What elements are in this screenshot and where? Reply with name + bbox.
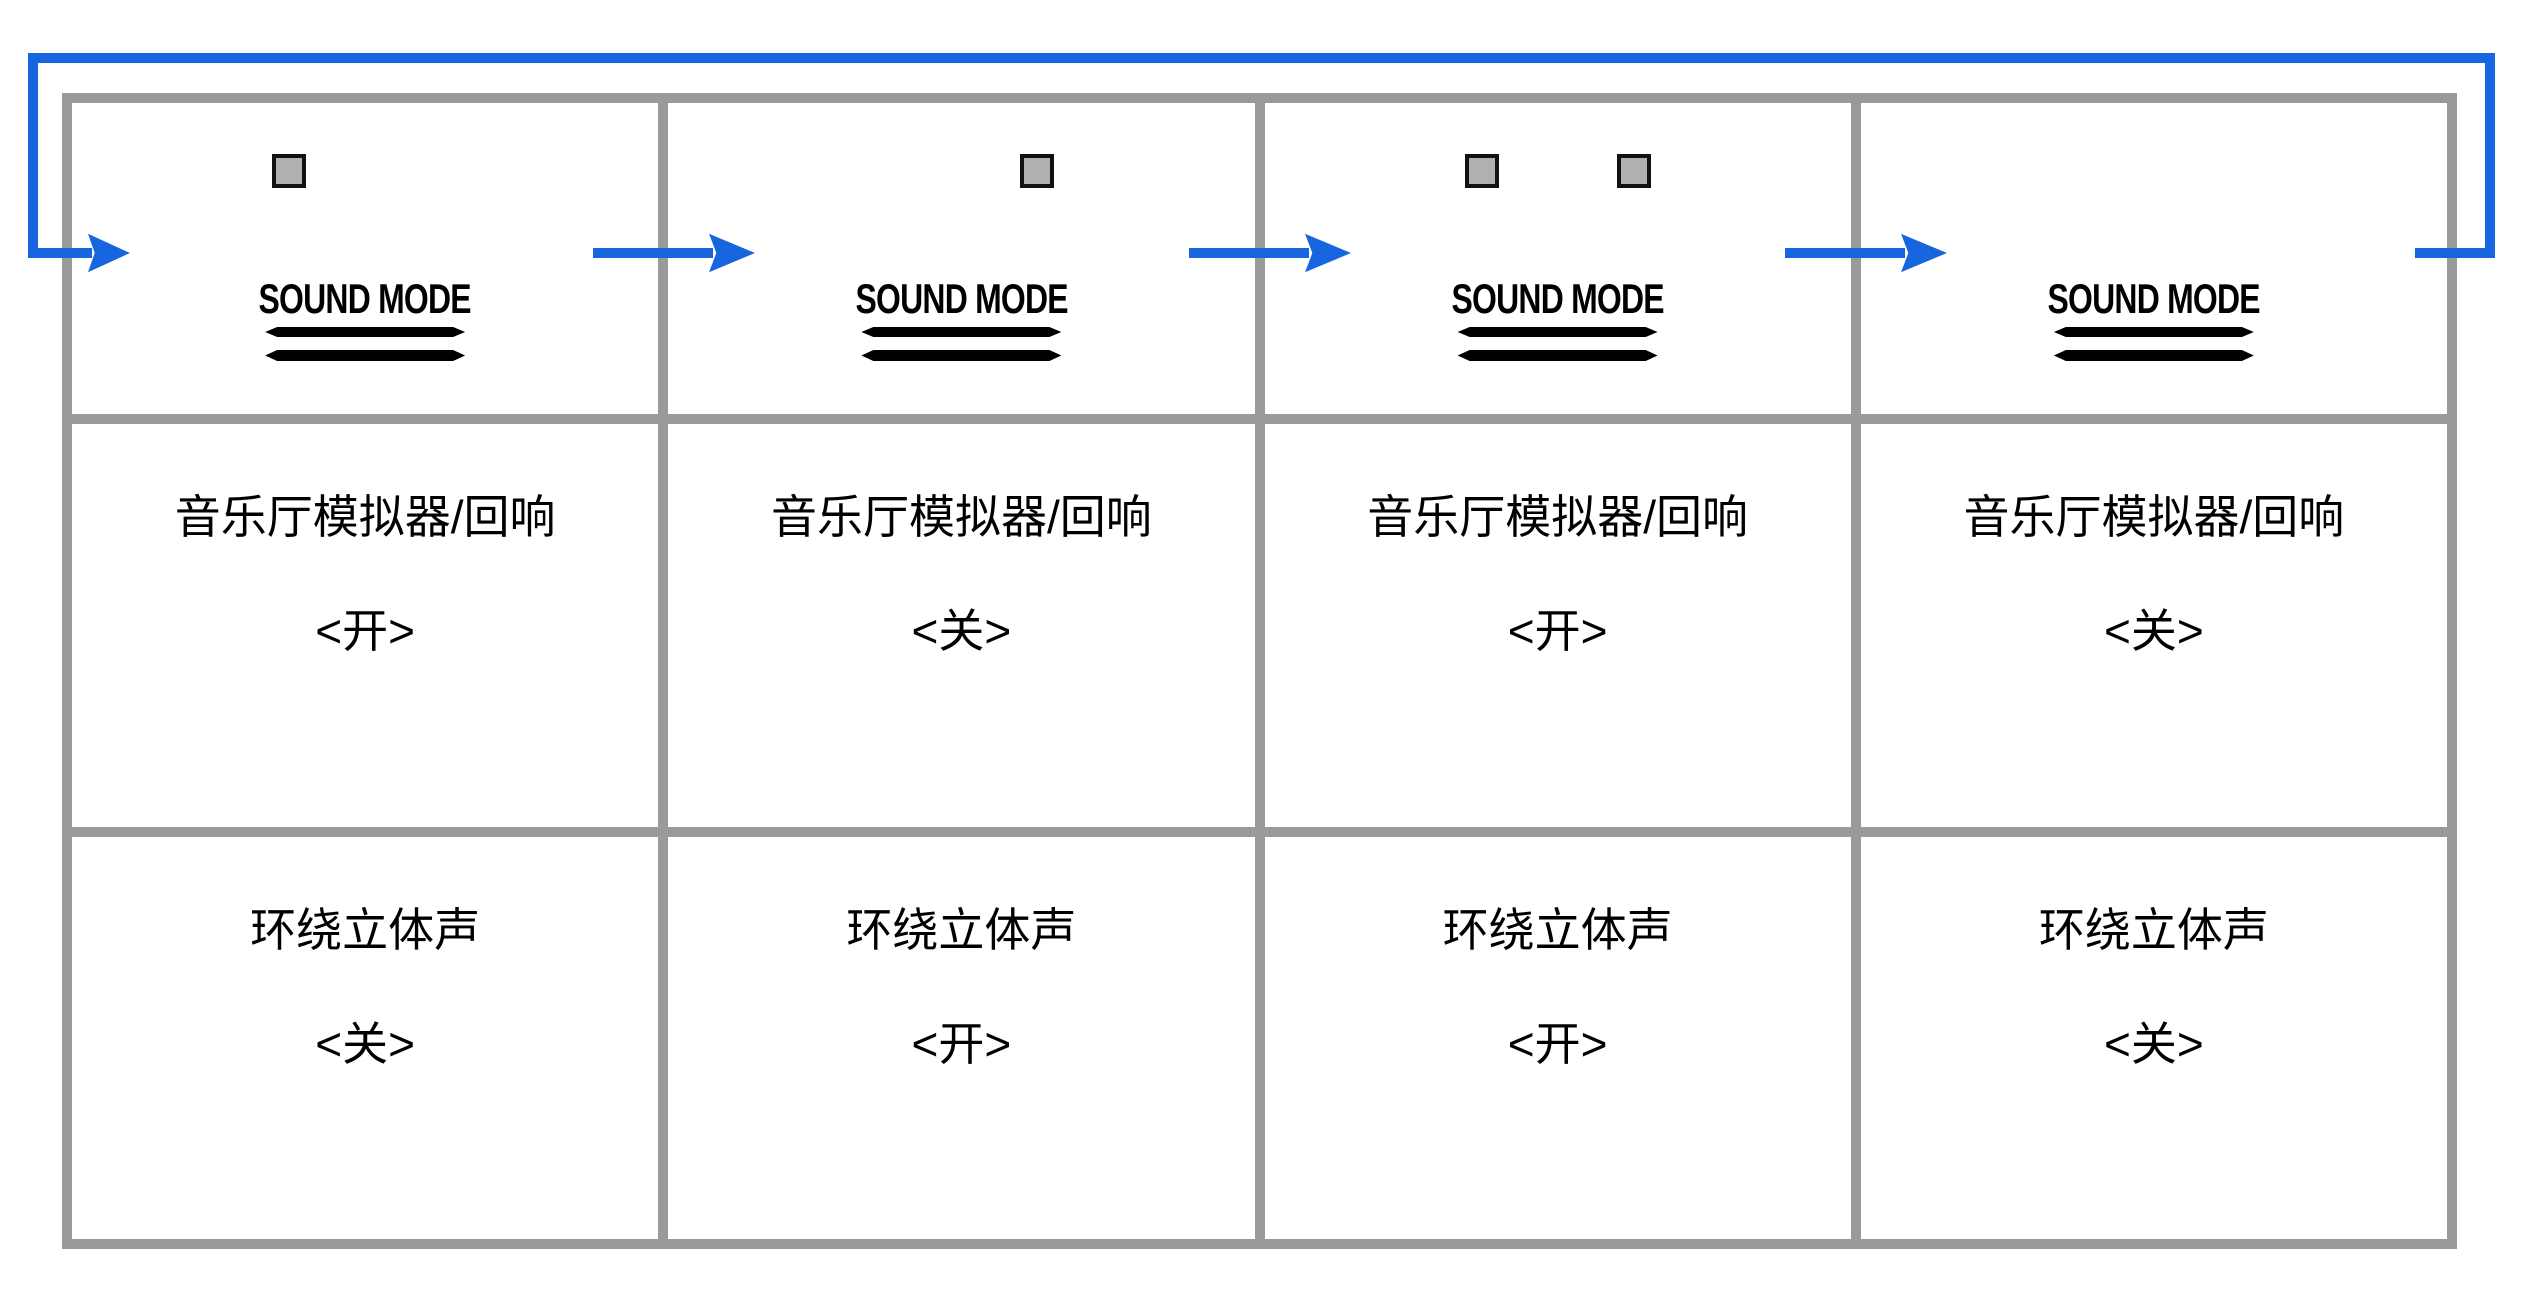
- sound-mode-label: SOUND MODE: [855, 275, 1068, 322]
- arrow-shaft: [1189, 248, 1309, 258]
- setting-value: <关>: [2104, 1018, 2204, 1070]
- next-state-arrow-1: [593, 233, 755, 273]
- setting-label: 音乐厅模拟器/回响: [1367, 491, 1749, 543]
- state-table: SOUND MODE SOUND MODE SOUND MODE: [62, 93, 2457, 1249]
- cycle-loop-left-line: [28, 53, 38, 258]
- setting-label: 音乐厅模拟器/回响: [174, 491, 556, 543]
- button-bar-icon: [1457, 350, 1658, 361]
- setting-value: <开>: [1507, 605, 1608, 657]
- state-panel-1-setting-1-cell: 音乐厅模拟器/回响 <开>: [72, 424, 659, 827]
- cycle-entry-arrow: [28, 233, 130, 273]
- button-bar-icon: [861, 327, 1062, 337]
- setting-label: 音乐厅模拟器/回响: [1963, 491, 2345, 543]
- setting-label: 环绕立体声: [846, 904, 1077, 956]
- cycle-loop-right-line: [2485, 53, 2495, 258]
- button-bar-icon: [265, 327, 466, 337]
- arrow-head-icon: [88, 233, 130, 273]
- sound-mode-button-icon: SOUND MODE: [668, 275, 1254, 361]
- button-bar-icon: [265, 350, 466, 361]
- button-bar-icon: [1457, 327, 1658, 337]
- state-panel-4-setting-1-cell: 音乐厅模拟器/回响 <关>: [1860, 424, 2447, 827]
- state-panel-1-setting-2-cell: 环绕立体声 <关>: [72, 837, 659, 1239]
- setting-label: 环绕立体声: [1442, 904, 1673, 956]
- sound-mode-button-icon: SOUND MODE: [1861, 275, 2447, 361]
- sound-mode-label: SOUND MODE: [1451, 275, 1664, 322]
- setting-value: <关>: [911, 605, 1012, 657]
- state-panel-3-setting-2-cell: 环绕立体声 <开>: [1264, 837, 1851, 1239]
- led-indicator-left: [272, 154, 307, 188]
- led-indicator-left: [1464, 154, 1499, 188]
- setting-label: 环绕立体声: [250, 904, 481, 956]
- state-panel-2-setting-2-cell: 环绕立体声 <开>: [668, 837, 1255, 1239]
- sound-mode-button-icon: SOUND MODE: [1265, 275, 1851, 361]
- setting-value: <关>: [315, 1018, 415, 1070]
- setting-value: <开>: [1507, 1018, 1608, 1070]
- state-panel-4-button-cell: SOUND MODE: [1860, 103, 2447, 414]
- state-panel-2-button-cell: SOUND MODE: [668, 103, 1255, 414]
- next-state-arrow-2: [1189, 233, 1351, 273]
- arrow-head-icon: [709, 233, 755, 273]
- state-panel-2-setting-1-cell: 音乐厅模拟器/回响 <关>: [668, 424, 1255, 827]
- state-panel-3-setting-1-cell: 音乐厅模拟器/回响 <开>: [1264, 424, 1851, 827]
- state-panel-4-setting-2-cell: 环绕立体声 <关>: [1860, 837, 2447, 1239]
- setting-value: <关>: [2104, 605, 2204, 657]
- cycle-loop-top-line: [28, 53, 2495, 63]
- arrow-head-icon: [1901, 233, 1947, 273]
- arrow-shaft: [593, 248, 713, 258]
- arrow-head-icon: [1305, 233, 1351, 273]
- led-indicator-right: [1616, 154, 1651, 188]
- setting-label: 音乐厅模拟器/回响: [770, 491, 1152, 543]
- arrow-shaft: [1785, 248, 1905, 258]
- cycle-loop-return-stub: [2415, 248, 2495, 258]
- button-bar-icon: [2053, 350, 2254, 361]
- sound-mode-label: SOUND MODE: [258, 275, 472, 322]
- button-bar-icon: [861, 350, 1062, 361]
- sound-mode-button-icon: SOUND MODE: [72, 275, 658, 361]
- state-panel-3-button-cell: SOUND MODE: [1264, 103, 1851, 414]
- setting-label: 环绕立体声: [2038, 904, 2269, 956]
- button-bar-icon: [2053, 327, 2254, 337]
- sound-mode-label: SOUND MODE: [2047, 275, 2261, 322]
- arrow-shaft: [28, 248, 92, 258]
- led-indicator-right: [1020, 154, 1055, 188]
- setting-value: <开>: [315, 605, 415, 657]
- state-panel-1-button-cell: SOUND MODE: [72, 103, 659, 414]
- next-state-arrow-3: [1785, 233, 1947, 273]
- setting-value: <开>: [911, 1018, 1012, 1070]
